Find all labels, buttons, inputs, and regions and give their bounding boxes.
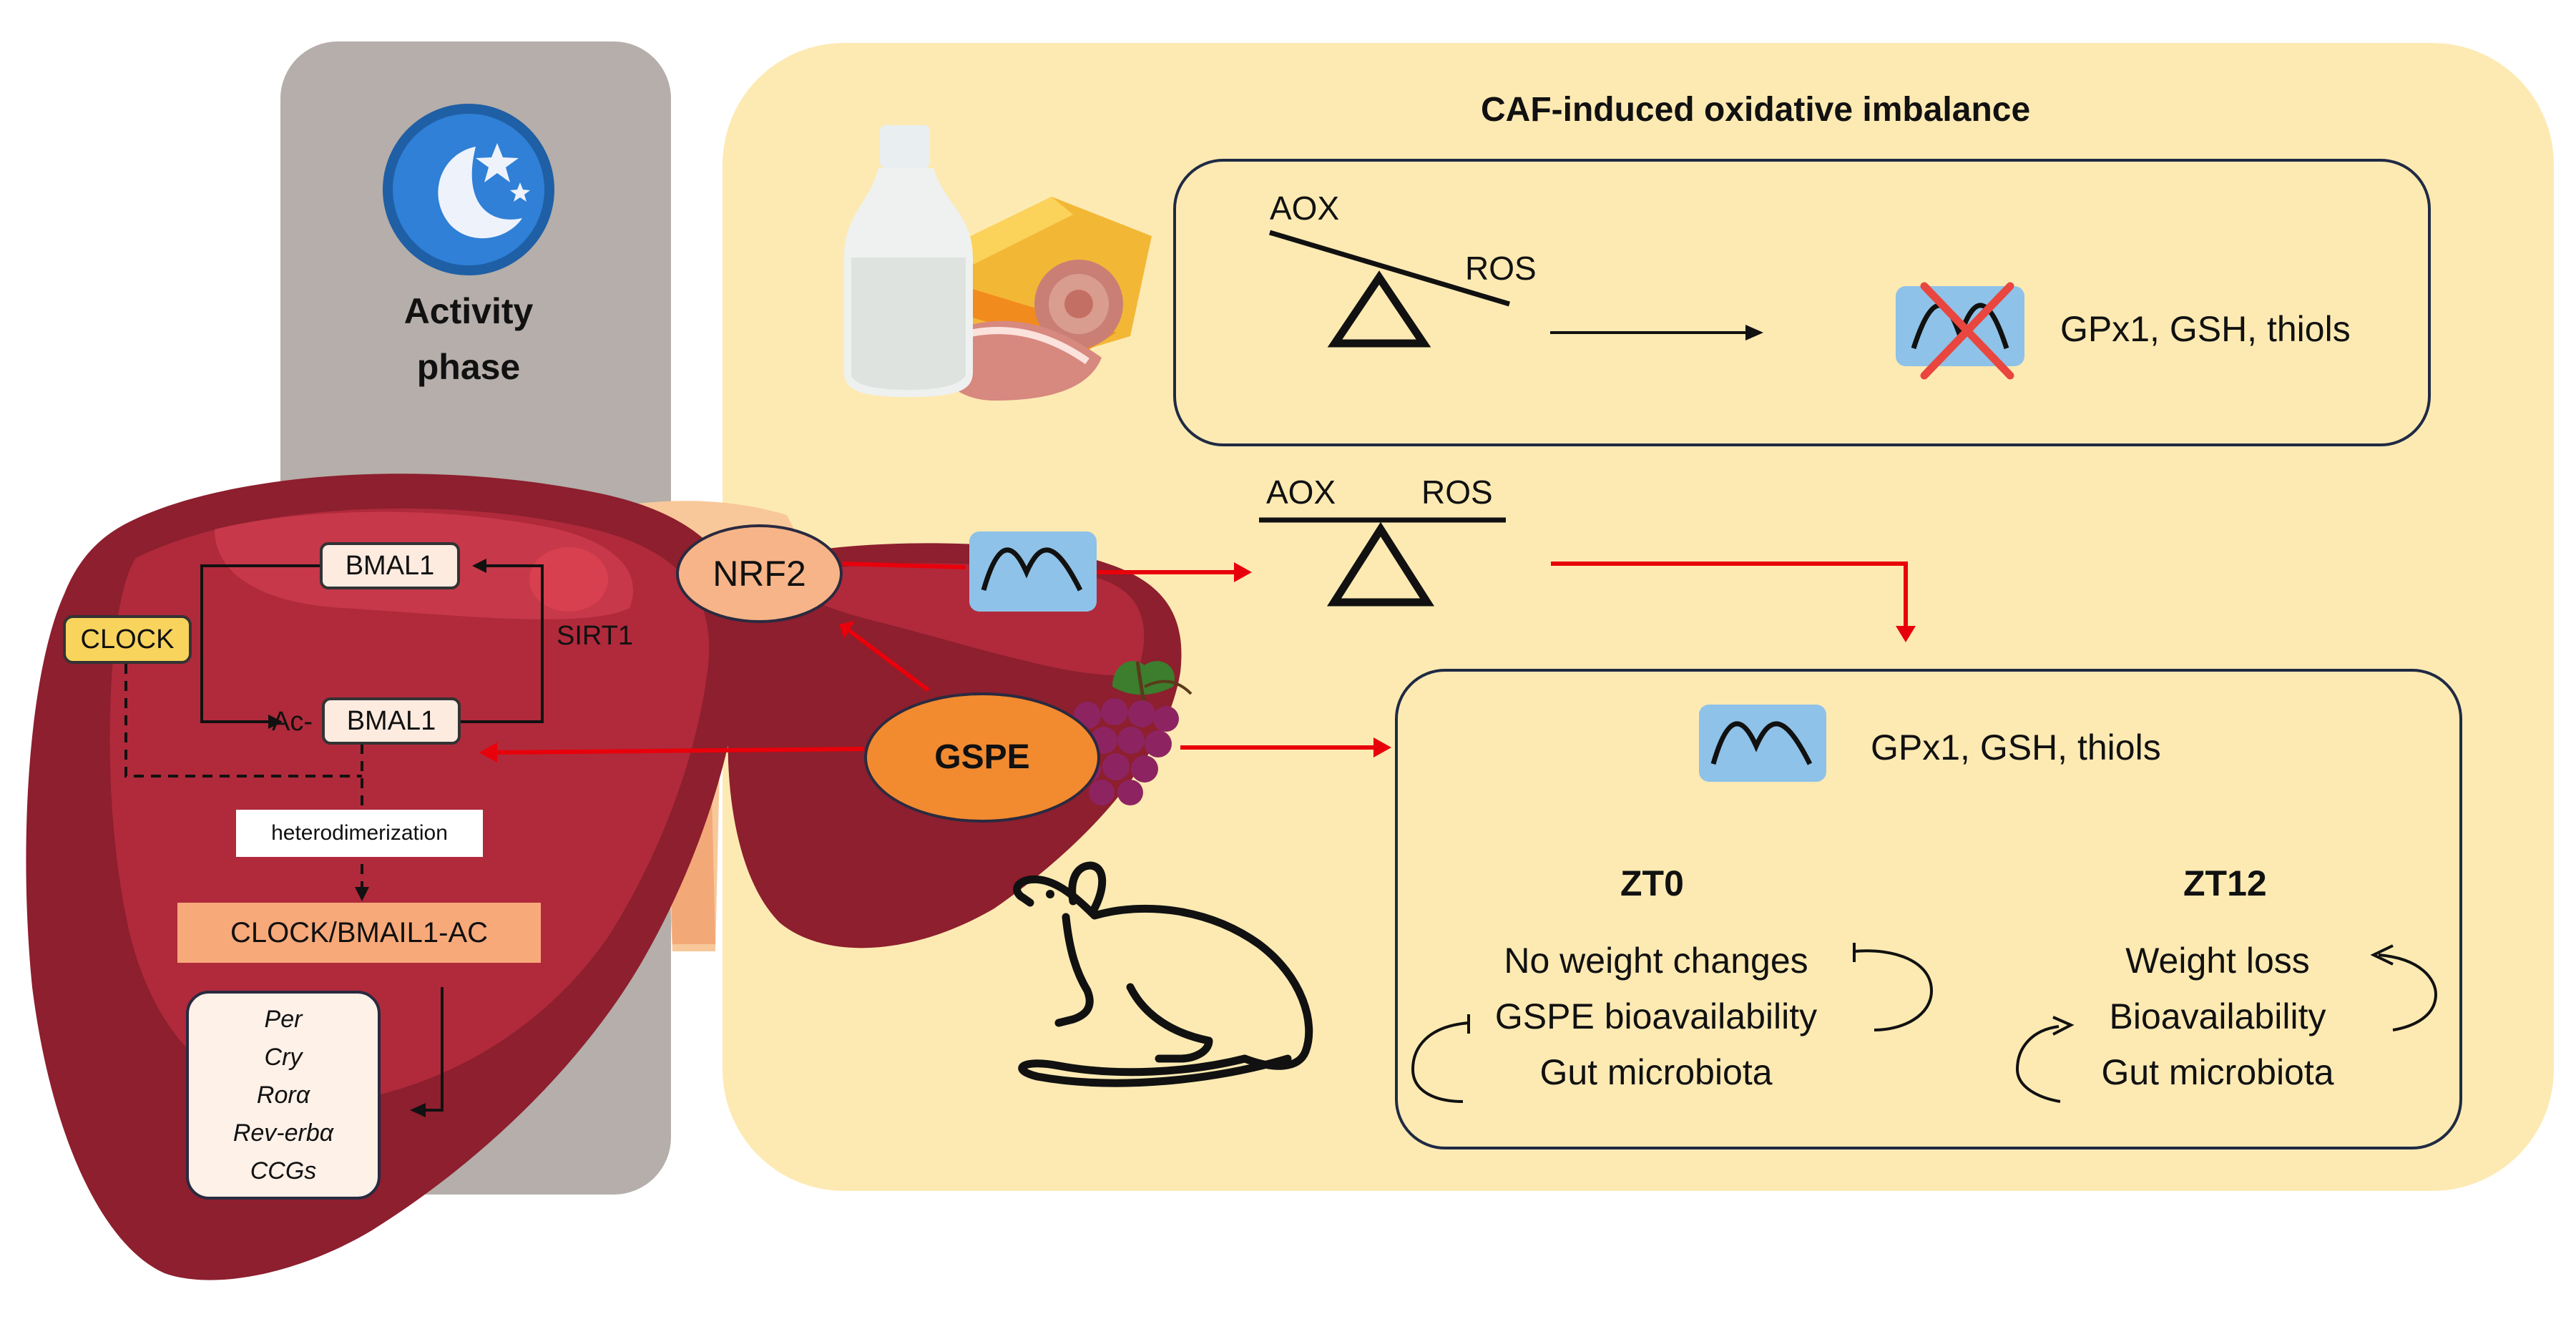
sirt1-label: SIRT1 xyxy=(557,621,634,651)
top-markers-label: GPx1, GSH, thiols xyxy=(2060,309,2351,349)
result-markers-label: GPx1, GSH, thiols xyxy=(1871,727,2161,768)
clock-bmal1-ac-complex: CLOCK/BMAIL1-AC xyxy=(177,903,541,963)
clock-controlled-genes: Per Cry Rorα Rev-erbα CCGs xyxy=(186,991,381,1200)
gene-ror-alpha: Rorα xyxy=(256,1081,310,1109)
gspe-ellipse: GSPE xyxy=(864,692,1100,823)
zt0-line-2: GSPE bioavailability xyxy=(1494,996,1818,1036)
gene-per: Per xyxy=(264,1005,303,1033)
gene-rev-erb-alpha: Rev-erbα xyxy=(232,1119,334,1147)
zt0-line-3: Gut microbiota xyxy=(1539,1052,1773,1092)
gene-cry: Cry xyxy=(264,1043,303,1071)
ac-bmal1-box: BMAL1 xyxy=(322,697,461,745)
zt12-line-3: Gut microbiota xyxy=(2101,1052,2334,1092)
top-aox-label: AOX xyxy=(1270,190,1340,227)
gspe-result-box xyxy=(1395,669,2462,1149)
zt12-title: ZT12 xyxy=(2183,863,2267,903)
rat-icon xyxy=(1013,861,1313,1087)
nrf2-ellipse: NRF2 xyxy=(676,524,843,623)
top-ros-label: ROS xyxy=(1465,250,1537,287)
food-icon xyxy=(844,125,1152,401)
middle-aox-label: AOX xyxy=(1266,474,1336,511)
activity-phase-label-2: phase xyxy=(416,347,521,387)
gene-ccgs: CCGs xyxy=(250,1157,317,1185)
clock-box: CLOCK xyxy=(63,615,192,664)
ac-prefix-label: Ac- xyxy=(272,707,313,737)
zt0-title: ZT0 xyxy=(1620,863,1684,903)
zt12-line-2: Bioavailability xyxy=(2109,996,2326,1036)
moon-stars-icon xyxy=(383,104,554,275)
caf-effect-box xyxy=(1173,159,2431,446)
panel-title: CAF-induced oxidative imbalance xyxy=(1481,91,2031,129)
zt12-line-1: Weight loss xyxy=(2125,941,2310,981)
zt0-line-1: No weight changes xyxy=(1504,941,1808,981)
activity-phase-label-1: Activity xyxy=(403,291,534,331)
middle-ros-label: ROS xyxy=(1421,474,1493,511)
heterodimerization-label: heterodimerization xyxy=(236,810,483,857)
bmal1-box: BMAL1 xyxy=(320,542,460,589)
